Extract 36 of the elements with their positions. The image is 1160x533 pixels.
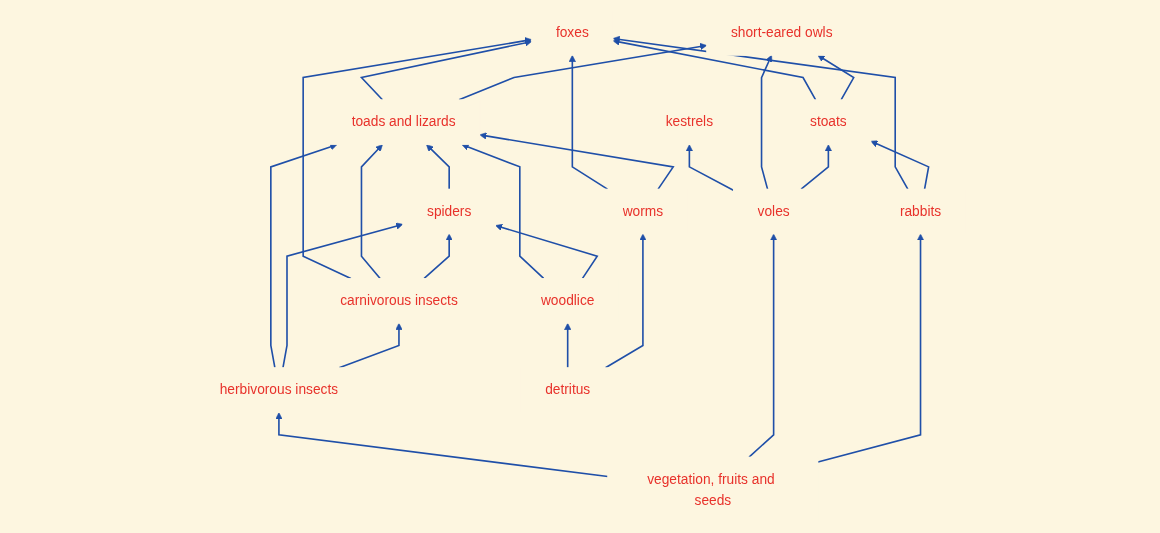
arrow [760,55,772,190]
arrow [816,233,924,463]
arrow [494,224,599,280]
node-text: detritus [544,382,590,398]
arrow [274,412,609,478]
arrow [612,35,909,190]
arrow [359,39,532,101]
arrow [301,37,532,280]
node-text: woodlice [540,292,594,309]
arrow [685,144,734,191]
node-text: carnivorous insects [339,292,458,309]
node-text: toads and lizards [351,114,456,130]
arrow [281,222,403,369]
arrow [799,144,832,190]
arrow [422,233,453,280]
node-text: stoats [809,114,847,130]
arrow [612,38,816,101]
node-text: spiders [426,203,471,220]
node-text: voles [757,203,790,220]
arrow [747,233,777,458]
arrow [568,55,608,190]
arrow [360,144,383,280]
arrow [425,144,450,190]
node-text: vegetation, fruits and seeds [646,471,775,508]
arrow [461,143,544,280]
node-text: rabbits [899,203,941,220]
arrow [479,132,675,190]
node-text: kestrels [665,114,713,130]
node-text: worms [622,203,663,220]
arrow [269,143,337,369]
arrow [604,233,647,369]
node-text: herbivorous insects [219,382,338,398]
arrow [870,140,930,190]
arrow [563,322,571,369]
node-text: foxes [555,25,589,41]
arrow [817,55,855,101]
